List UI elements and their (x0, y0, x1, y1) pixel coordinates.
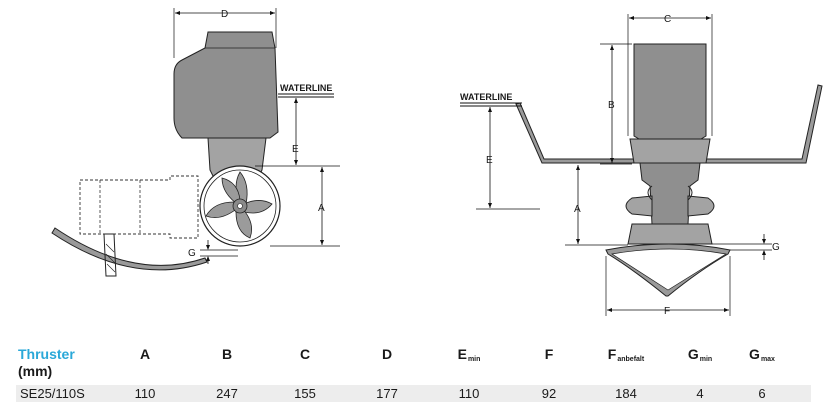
front-dim-G-label: G (772, 242, 780, 253)
side-motor (173, 31, 279, 139)
column-header-subscript: min (467, 356, 481, 363)
column-header-f: F (545, 346, 554, 362)
column-header-label: G (749, 346, 760, 362)
column-header-label: G (687, 346, 699, 362)
side-waterline-label: WATERLINE (280, 83, 332, 93)
table-cell-b: 247 (216, 386, 238, 401)
column-header-label: F (544, 346, 554, 362)
column-header-label: D (381, 346, 393, 362)
column-header-b: B (222, 346, 232, 362)
column-header-label: C (299, 346, 311, 362)
column-header-fanb: Fanbefalt (608, 346, 644, 363)
front-dim-F-label: F (664, 306, 670, 317)
front-view: WATERLINE C B E (460, 14, 823, 317)
table-cell-a: 110 (134, 386, 156, 401)
front-skeg (627, 223, 713, 245)
side-support-post (103, 233, 117, 277)
table-cell-c: 155 (294, 386, 316, 401)
front-propeller-left (625, 195, 653, 217)
table-row: SE25/110S 110 247 155 177 110 92 184 4 6 (16, 385, 811, 402)
front-dim-E-label: E (486, 155, 493, 166)
column-header-label: B (221, 346, 233, 362)
table-cell-gmin: 4 (696, 386, 704, 401)
table-cell-emin: 110 (458, 386, 480, 401)
table-cell-gmax: 6 (758, 386, 766, 401)
table-cell-d: 177 (376, 386, 398, 401)
side-tunnel-dashed (79, 175, 199, 239)
column-header-a: A (140, 346, 150, 362)
column-header-gmax: Gmax (749, 346, 775, 363)
side-dim-G-label: G (188, 248, 196, 259)
column-header-label: A (139, 346, 151, 362)
side-hull (51, 227, 208, 271)
front-dim-B-label: B (608, 100, 615, 111)
side-dim-E-label: E (292, 144, 299, 155)
column-header-label: E (457, 346, 467, 362)
front-dim-C-label: C (664, 14, 671, 25)
side-dim-A-label: A (318, 203, 325, 214)
column-header-emin: Emin (458, 346, 481, 363)
front-hull (515, 84, 823, 164)
table-row-model: SE25/110S (20, 386, 85, 401)
front-waterline-label: WATERLINE (460, 92, 512, 102)
side-propeller-blades (205, 171, 273, 239)
table-unit: (mm) (18, 363, 53, 379)
column-header-subscript: min (699, 356, 713, 363)
thruster-dimension-diagram: WATERLINE D E A G WATERLIN (51, 8, 823, 317)
side-view: WATERLINE D E A G (51, 8, 340, 277)
table-title: Thruster (mm) (18, 346, 75, 380)
column-header-gmin: Gmin (688, 346, 712, 363)
column-header-subscript: anbefalt (617, 356, 645, 363)
front-motor (633, 43, 707, 140)
table-cell-f: 92 (541, 386, 557, 401)
column-header-subscript: max (760, 356, 775, 363)
column-header-c: C (300, 346, 310, 362)
table-title-text: Thruster (18, 346, 75, 362)
side-dim-D-label: D (221, 9, 228, 20)
table-cell-fanb: 184 (615, 386, 637, 401)
front-propeller-right (687, 195, 715, 217)
front-dim-A-label: A (574, 204, 581, 215)
front-motor-collar (629, 138, 711, 164)
column-header-d: D (382, 346, 392, 362)
column-header-label: F (607, 346, 617, 362)
